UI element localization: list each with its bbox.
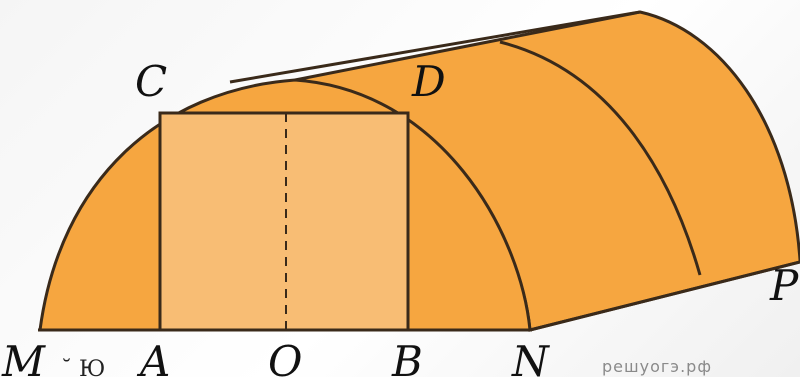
- label-point-a: A: [136, 337, 170, 377]
- front-rectangle-abdc: [158, 111, 410, 332]
- label-point-o: O: [268, 337, 302, 377]
- watermark-text: решуогэ.рф: [602, 357, 712, 376]
- caption-fragment: ̆ Ю: [63, 357, 105, 377]
- roof-rib-arc-1: [499, 40, 702, 276]
- label-point-p: P: [769, 261, 799, 310]
- ground-edge-np: [529, 260, 800, 332]
- label-point-d: D: [411, 57, 446, 106]
- label-point-b: B: [391, 337, 423, 377]
- label-point-m: M: [1, 337, 46, 377]
- roof-top-edge: [229, 10, 641, 84]
- label-point-c: C: [135, 57, 167, 106]
- label-point-n: N: [511, 337, 550, 377]
